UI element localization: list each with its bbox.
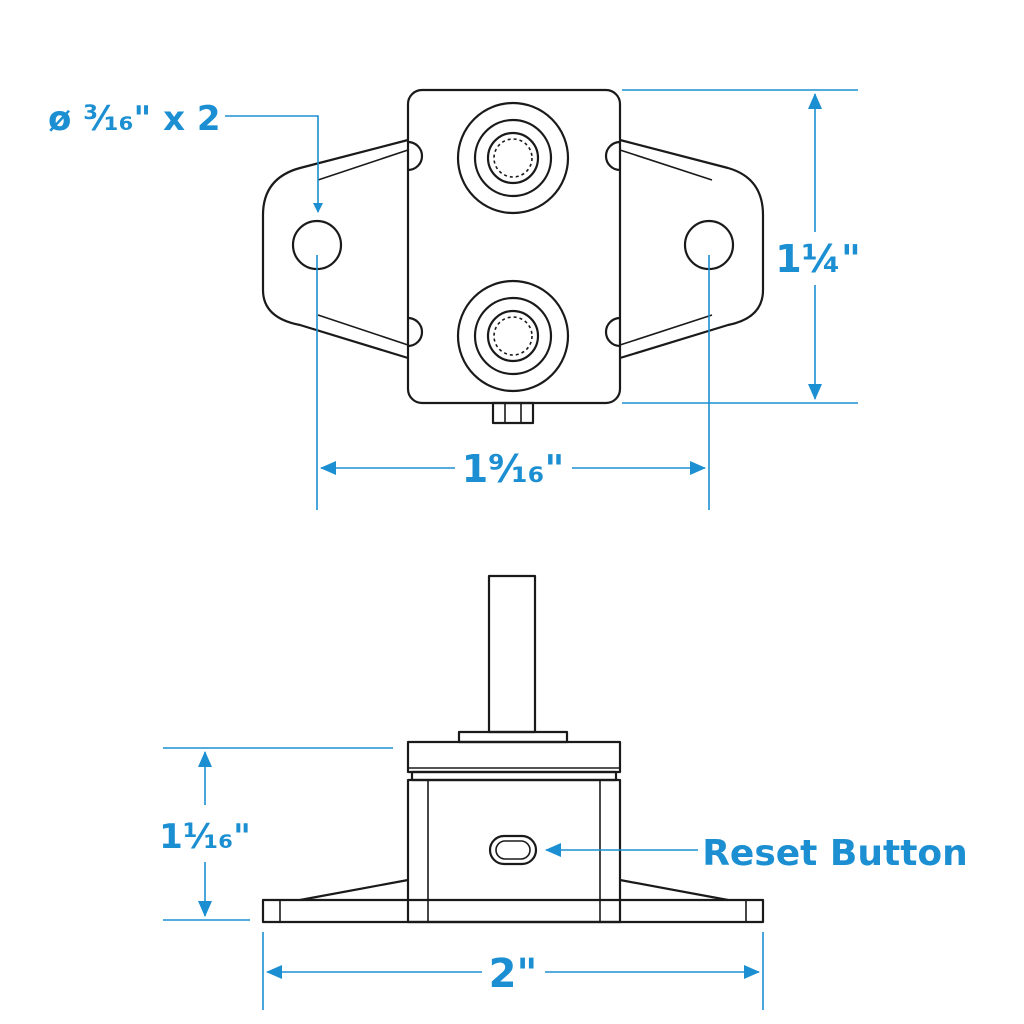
breaker-body-top — [406, 88, 622, 405]
mounting-base — [261, 898, 765, 924]
top-view — [261, 88, 765, 425]
top-dimensions: ø ³⁄₁₆" x 2 1¼" 1⁹⁄₁₆" — [48, 89, 861, 510]
left-mounting-flange — [261, 138, 409, 360]
reset-button-label: Reset Button — [702, 833, 968, 874]
terminal-top — [456, 101, 570, 215]
reset-button-stub — [491, 401, 535, 425]
height-side-label: 1¹⁄₁₆" — [159, 817, 251, 857]
reset-button — [488, 834, 538, 866]
hole-spacing-label: 1⁹⁄₁₆" — [462, 447, 565, 491]
side-view — [261, 574, 765, 924]
hole-diameter-label: ø ³⁄₁₆" x 2 — [48, 99, 221, 139]
right-mounting-flange — [619, 138, 765, 360]
height-top-label: 1¼" — [775, 237, 861, 281]
base-width-label: 2" — [489, 951, 538, 997]
terminal-bottom — [456, 279, 570, 393]
side-dimensions: Reset Button 1¹⁄₁₆" 2" — [159, 747, 968, 1010]
terminal-stud — [487, 574, 537, 734]
